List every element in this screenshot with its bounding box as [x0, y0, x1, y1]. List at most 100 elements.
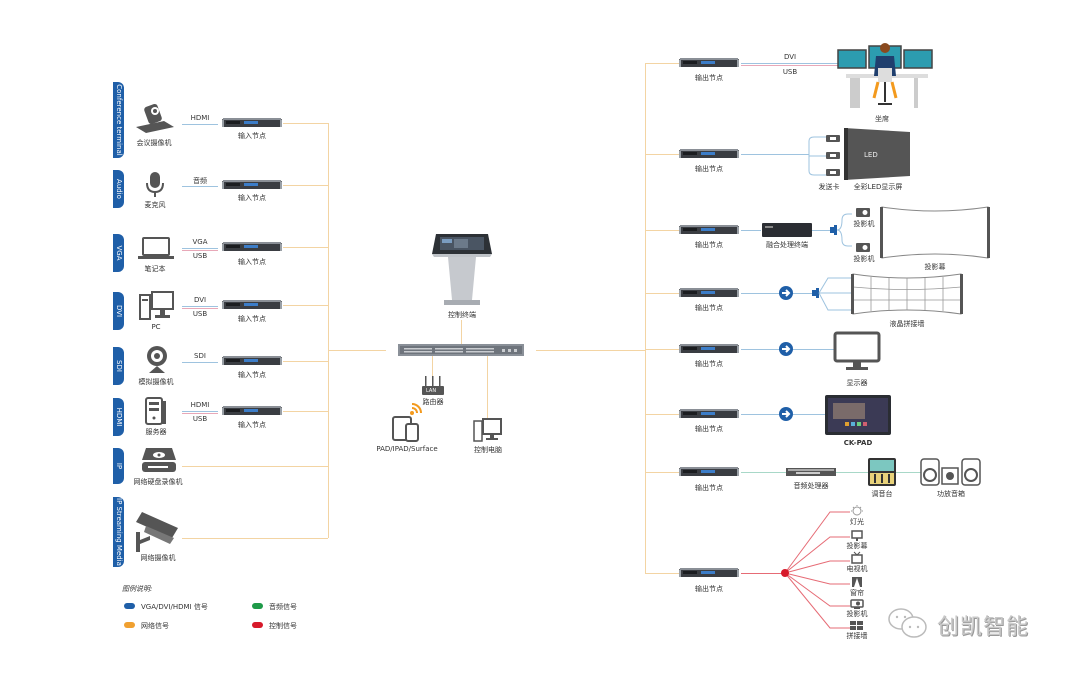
signal-label: USB [192, 310, 208, 318]
device-label: CK-PAD [843, 439, 873, 447]
device-label: 功放音箱 [937, 490, 965, 498]
projection-screen-icon [880, 206, 990, 259]
speakers-icon [920, 458, 981, 486]
server-icon [145, 397, 166, 425]
watermark-text: 创凯智能 [937, 615, 1030, 640]
output-node-icon [679, 409, 739, 418]
wifi-icon [410, 403, 422, 415]
device-label: 拼接墙 [846, 632, 868, 640]
device-label: 麦克风 [144, 201, 166, 209]
ip-camera-icon [136, 512, 178, 552]
node-label: 输入节点 [238, 194, 266, 202]
network-line [461, 320, 462, 344]
signal-line [741, 65, 839, 66]
light-icon [851, 505, 863, 516]
device-label: 服务器 [145, 428, 167, 436]
control-line [741, 573, 783, 574]
tab-ip: IP [113, 448, 124, 484]
control-pc-icon [473, 418, 502, 442]
node-label: 输出节点 [695, 74, 723, 82]
signal-label: USB [192, 252, 208, 260]
projector-small-icon [850, 599, 864, 609]
network-bus-left [328, 123, 329, 538]
signal-line [812, 230, 832, 231]
node-label: 输入节点 [238, 421, 266, 429]
device-label: 电视机 [846, 565, 868, 573]
device-label: 发送卡 [818, 183, 840, 191]
tablet-icon [392, 416, 419, 442]
signal-line [182, 250, 218, 251]
tab-hdmi: HDMI [113, 398, 124, 436]
signal-line [182, 308, 218, 309]
device-label: 音频处理器 [793, 482, 829, 490]
legend-label: 控制信号 [269, 622, 297, 630]
arrow-circle-icon [779, 407, 793, 421]
output-node-icon [679, 149, 739, 158]
network-line [645, 230, 679, 231]
signal-line [741, 293, 813, 294]
tab-dvi: DVI [113, 292, 124, 330]
signal-line [182, 362, 218, 363]
sending-card-icon [808, 135, 840, 176]
node-label: 输出节点 [695, 304, 723, 312]
mixer-icon [868, 458, 896, 486]
signal-label: VGA [192, 238, 208, 246]
device-label: 显示器 [846, 379, 868, 387]
legend-title: 图例说明: [122, 585, 153, 593]
control-pc-label: 控制电脑 [474, 446, 502, 454]
tablets-label: PAD/IPAD/Surface [376, 445, 438, 453]
input-node-icon [222, 118, 282, 127]
network-line [487, 356, 488, 418]
device-label: 笔记本 [144, 265, 166, 273]
node-label: 输入节点 [238, 258, 266, 266]
input-node-icon [222, 180, 282, 189]
output-node-icon [679, 467, 739, 476]
input-node-icon [222, 242, 282, 251]
blending-processor-icon [762, 223, 812, 237]
device-label: 投影机 [846, 610, 868, 618]
projector-icon [856, 208, 870, 217]
network-line [432, 356, 433, 376]
microphone-icon [146, 172, 164, 197]
network-line [182, 538, 328, 539]
network-line [283, 123, 328, 124]
network-switch-icon [398, 344, 524, 356]
node-label: 输出节点 [695, 241, 723, 249]
arrow-circle-icon [779, 286, 793, 300]
device-label: 投影机 [853, 255, 875, 263]
signal-label: 音频 [193, 177, 207, 185]
node-label: 输出节点 [695, 360, 723, 368]
network-line [182, 466, 328, 467]
tab-ip-streaming-media: IP Streaming Media [113, 497, 124, 567]
input-node-icon [222, 300, 282, 309]
wechat-icon [888, 608, 927, 638]
device-label: 投影幕 [924, 263, 946, 271]
output-node-icon [679, 225, 739, 234]
tab-conference-terminal: Conference terminal [113, 82, 124, 158]
signal-line [182, 124, 218, 125]
signal-line [182, 413, 218, 414]
device-label: 网络摄像机 [140, 554, 176, 562]
tv-icon [851, 551, 863, 564]
signal-line [741, 154, 809, 155]
signal-line [182, 411, 218, 412]
signal-label: USB [782, 68, 798, 76]
device-label: 灯光 [850, 518, 864, 526]
signal-label: DVI [193, 296, 207, 304]
device-label: 全彩LED显示屏 [853, 183, 903, 191]
node-label: 输入节点 [238, 315, 266, 323]
output-node-icon [679, 568, 739, 577]
network-line [283, 305, 328, 306]
output-node-icon [679, 288, 739, 297]
projector-icon [856, 243, 870, 252]
legend-swatch-control [252, 622, 263, 628]
network-line [283, 411, 328, 412]
node-label: 输入节点 [238, 132, 266, 140]
tab-sdi: SDI [113, 347, 124, 385]
arrow-circle-icon [779, 342, 793, 356]
network-line [645, 154, 679, 155]
legend-label: 音频信号 [269, 603, 297, 611]
lcd-video-wall-icon [851, 273, 963, 315]
pc-icon [139, 291, 174, 320]
router-icon [422, 376, 444, 395]
